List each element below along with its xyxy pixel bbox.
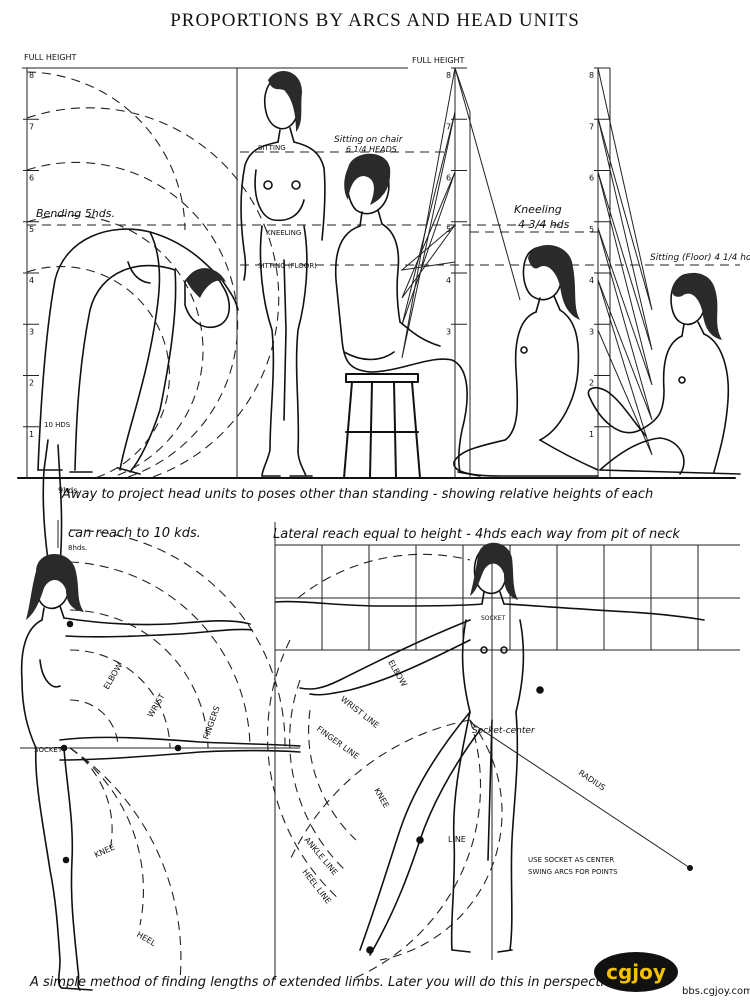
scale-tick-label: 2	[589, 379, 594, 388]
mid-scale-ticks: 3 4 5 6 7 8	[446, 67, 467, 336]
bending-label: Bending 5hds.	[36, 207, 115, 220]
chair-projection-lines	[400, 67, 521, 478]
scale-tick-label: 6	[589, 174, 594, 183]
watermark-url: bbs.cgjoy.com	[682, 986, 750, 997]
reaching-figure	[20, 439, 301, 991]
kneeling-hair	[528, 244, 580, 320]
caption-project-head-units: Away to project head units to poses othe…	[61, 487, 653, 502]
socket-center-label: Socket-center	[472, 726, 536, 736]
left-limb-arcs	[69, 529, 286, 981]
elbow-label-right: ELBOW	[386, 659, 408, 689]
scale-tick-label: 5	[589, 225, 594, 234]
page-title: PROPORTIONS BY ARCS AND HEAD UNITS	[170, 10, 580, 31]
socket-label-left: SOCKET	[34, 746, 63, 754]
stool	[343, 373, 421, 479]
standing-figure	[240, 75, 326, 477]
scale-tick-label: 3	[589, 327, 594, 336]
left-scale-ticks: 1 2 3 4 5 6 7 8	[23, 67, 39, 439]
scale-tick-label: 7	[589, 122, 594, 131]
sitting-chair-label: Sitting on chair	[334, 135, 404, 145]
knee-label-left: KNEE	[93, 843, 116, 860]
scale-tick-label: 5	[446, 225, 451, 234]
radius-label: RADIUS	[577, 768, 607, 792]
scale-tick-label: 2	[29, 379, 34, 388]
bending-arcs	[26, 71, 280, 479]
heel-line-label: HEEL LINE	[300, 868, 332, 906]
lateral-reach-figure	[275, 545, 705, 956]
scale-tick-label: 4	[29, 276, 34, 285]
mark-sitting: SITTING	[258, 144, 286, 152]
scale-tick-label: 5	[29, 225, 34, 234]
scale-tick-label: 3	[446, 327, 451, 336]
kneeling-heads: 4 3/4 hds	[518, 218, 570, 231]
radius-line	[469, 721, 691, 869]
wrist-line-label: WRIST LINE	[339, 694, 381, 730]
watermark-logo-text: cgjoy	[606, 960, 666, 984]
heel-label-left: HEEL	[135, 930, 158, 948]
caption-reach-ten: can reach to 10 kds.	[68, 526, 201, 541]
scale-tick-label: 6	[29, 174, 34, 183]
knee-line-label-a: KNEE	[372, 787, 390, 810]
chair-sitter-hair	[344, 153, 391, 205]
kneeling-figure	[453, 246, 599, 477]
scale-tick-label: 6	[446, 174, 451, 183]
mark-sitting-floor: SITTING (FLOOR)	[258, 262, 317, 270]
scale-tick-label: 3	[29, 327, 34, 336]
nine-hds-label: 9hds.	[58, 486, 80, 495]
right-limb-arcs	[267, 553, 503, 981]
scale-tick-label: 1	[29, 430, 34, 439]
lateral-figure-hair	[470, 542, 518, 600]
use-socket-note-2: SWING ARCS FOR POINTS	[528, 868, 618, 876]
caption-lateral-reach: Lateral reach equal to height - 4hds eac…	[273, 527, 680, 542]
socket-label-right: SOCKET	[481, 615, 505, 622]
radius-end-point	[687, 865, 693, 871]
reaching-figure-hair	[26, 554, 84, 620]
watermark: cgjoy bbs.cgjoy.com	[594, 952, 750, 997]
scale-tick-label: 8	[29, 71, 34, 80]
scale-tick-label: 4	[589, 276, 594, 285]
bottom-left-panel: 8hds.	[20, 439, 301, 991]
bending-hair	[186, 268, 226, 298]
scale-tick-label: 7	[29, 122, 34, 131]
eight-hds-label: 8hds.	[68, 544, 87, 552]
watermark-logo-badge	[594, 952, 678, 992]
full-height-label-left: FULL HEIGHT	[24, 53, 77, 62]
sitting-chair-heads: 6 1/4 HEADS	[346, 145, 397, 154]
knee-line-label-b: LINE	[448, 835, 466, 844]
bottom-caption: A simple method of finding lengths of ex…	[29, 975, 620, 990]
sitting-chair-figure	[334, 155, 481, 477]
fingers-label-left: FINGERS	[201, 705, 221, 741]
scale-tick-label: 8	[589, 71, 594, 80]
bending-figure	[37, 228, 239, 475]
bottom-right-panel: SOCKET ELBOW WRIST LINE FINGER LINE KNEE…	[267, 522, 740, 981]
use-socket-note-1: USE SOCKET AS CENTER	[528, 856, 614, 864]
scale-tick-label: 7	[446, 122, 451, 131]
floor-projection-lines	[597, 67, 653, 478]
elbow-label-left: ELBOW	[102, 661, 124, 691]
finger-line-label: FINGER LINE	[315, 724, 361, 761]
standing-hair	[268, 70, 302, 132]
height-reference-lines	[27, 151, 740, 266]
ten-hds-label: 10 HDS	[44, 421, 71, 429]
scale-tick-label: 8	[446, 71, 451, 80]
kneeling-label: Kneeling	[514, 203, 562, 216]
right-scale-ticks: 1 2 3 4 5 6 7 8	[589, 67, 610, 439]
full-height-label-right: FULL HEIGHT	[412, 56, 465, 65]
scale-tick-label: 1	[589, 430, 594, 439]
mark-kneeling: KNEELING	[266, 229, 301, 237]
floor-sitter-hair	[672, 272, 722, 340]
scale-tick-label: 4	[446, 276, 451, 285]
sitting-floor-label: Sitting (Floor) 4 1/4 hd	[650, 253, 750, 263]
